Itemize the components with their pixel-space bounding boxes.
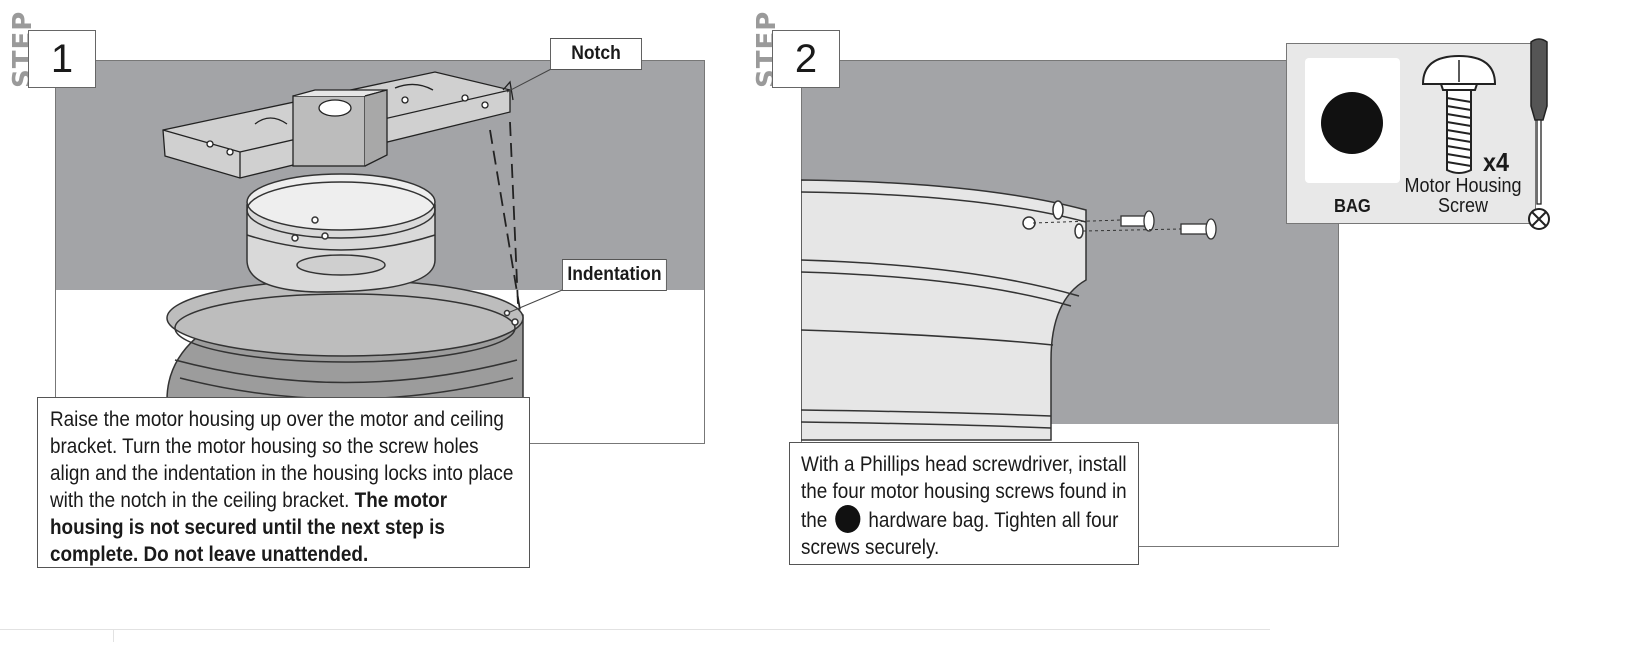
hardware-inset: BAG x4 Motor Housing Screw [1286,43,1536,224]
screw-guide-line-1 [1032,219,1122,224]
step-2-number: 2 [794,36,818,81]
step-1-number-box: 1 [28,30,96,88]
bag-label: BAG [1334,196,1371,216]
step-2-instructions-text-end: hardware bag. Tighten all four screws se… [801,509,1119,559]
phillips-screwdriver-icon [1528,38,1550,230]
indentation-callout-label: Indentation [567,264,662,285]
step-2-number-box: 2 [772,30,840,88]
bag-identifier-dot-inline [835,505,861,533]
step-2-instructions-text-start: With a Phillips head screwdriver, instal… [801,453,1127,532]
step-1-alignment-line-b [509,121,519,306]
notch-leader-line [506,66,556,93]
motor-housing-screw-icon [1421,54,1497,174]
screws-drawing [1120,210,1217,240]
screw-label: Motor Housing Screw [1404,176,1523,216]
notch-callout-label: Notch [571,43,621,64]
screw-guide-line-2 [1082,228,1182,232]
step-1-illustration [162,66,568,417]
bag-identifier-dot [1321,92,1383,154]
ceiling-bracket-drawing [162,71,514,179]
step-1-number: 1 [50,36,74,81]
step-2-illustration [801,179,1217,441]
step-1-instructions-warning: The motor housing is not secured until t… [50,489,448,566]
footer-divider [0,629,1270,630]
indentation-callout: Indentation [562,259,667,291]
step-1-instructions: Raise the motor housing up over the moto… [37,397,530,568]
notch-callout: Notch [550,38,642,70]
step-2-instructions: With a Phillips head screwdriver, instal… [789,442,1139,565]
screw-label-line-1: Motor Housing [1404,175,1522,197]
indentation-leader-line [509,287,568,313]
motor-drawing [246,173,436,293]
step-1-instructions-text: Raise the motor housing up over the moto… [50,408,514,512]
screw-quantity: x4 [1483,147,1510,177]
step-1-alignment-line-a [489,129,521,311]
footer-tick [113,630,114,642]
screw-label-line-2: Screw [1437,195,1489,217]
motor-housing-closeup-drawing [801,179,1087,441]
motor-housing-drawing [166,279,524,417]
